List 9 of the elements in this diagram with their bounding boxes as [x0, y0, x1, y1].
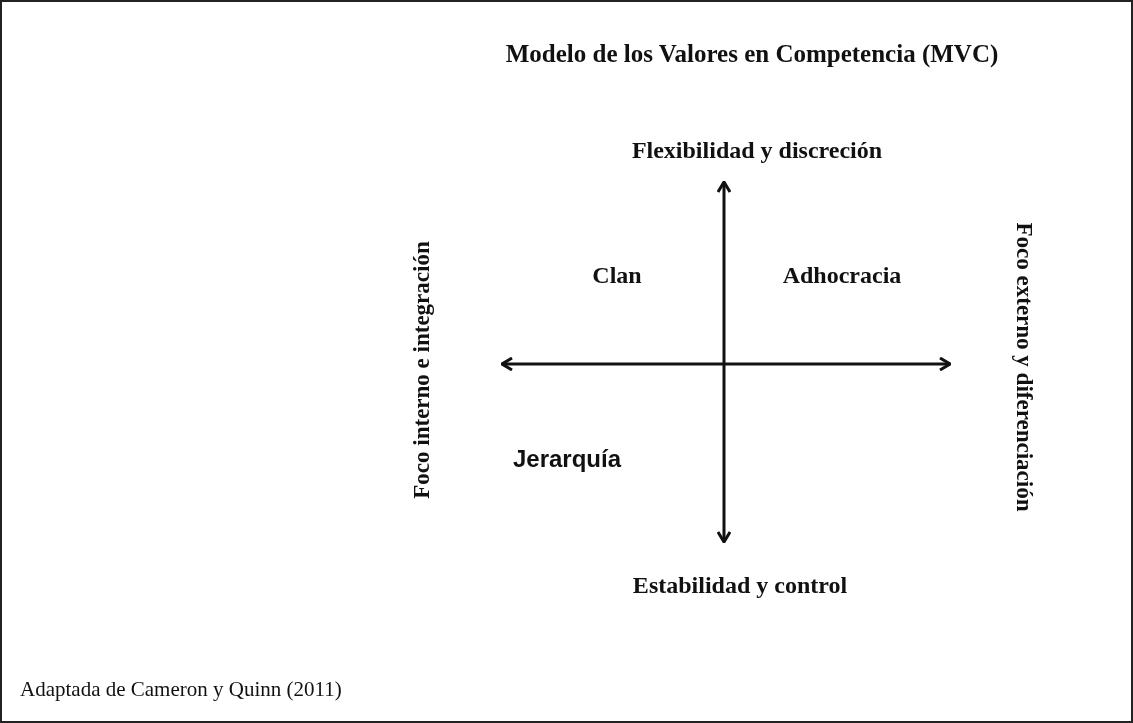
caption: Adaptada de Cameron y Quinn (2011) [20, 677, 342, 702]
title: Modelo de los Valores en Competencia (MVC) [504, 40, 1000, 68]
axis-label: Flexibilidad y discreción [631, 136, 883, 164]
axis-label: Foco externo y diferenciación [1011, 222, 1037, 512]
quadrant-label: Adhocracia [782, 261, 902, 289]
axis-label: Estabilidad y control [632, 571, 848, 599]
quadrant-label: Jerarquía [512, 445, 622, 473]
quadrant-label: Clan [592, 261, 642, 289]
axis-label: Foco interno e integración [409, 241, 435, 499]
